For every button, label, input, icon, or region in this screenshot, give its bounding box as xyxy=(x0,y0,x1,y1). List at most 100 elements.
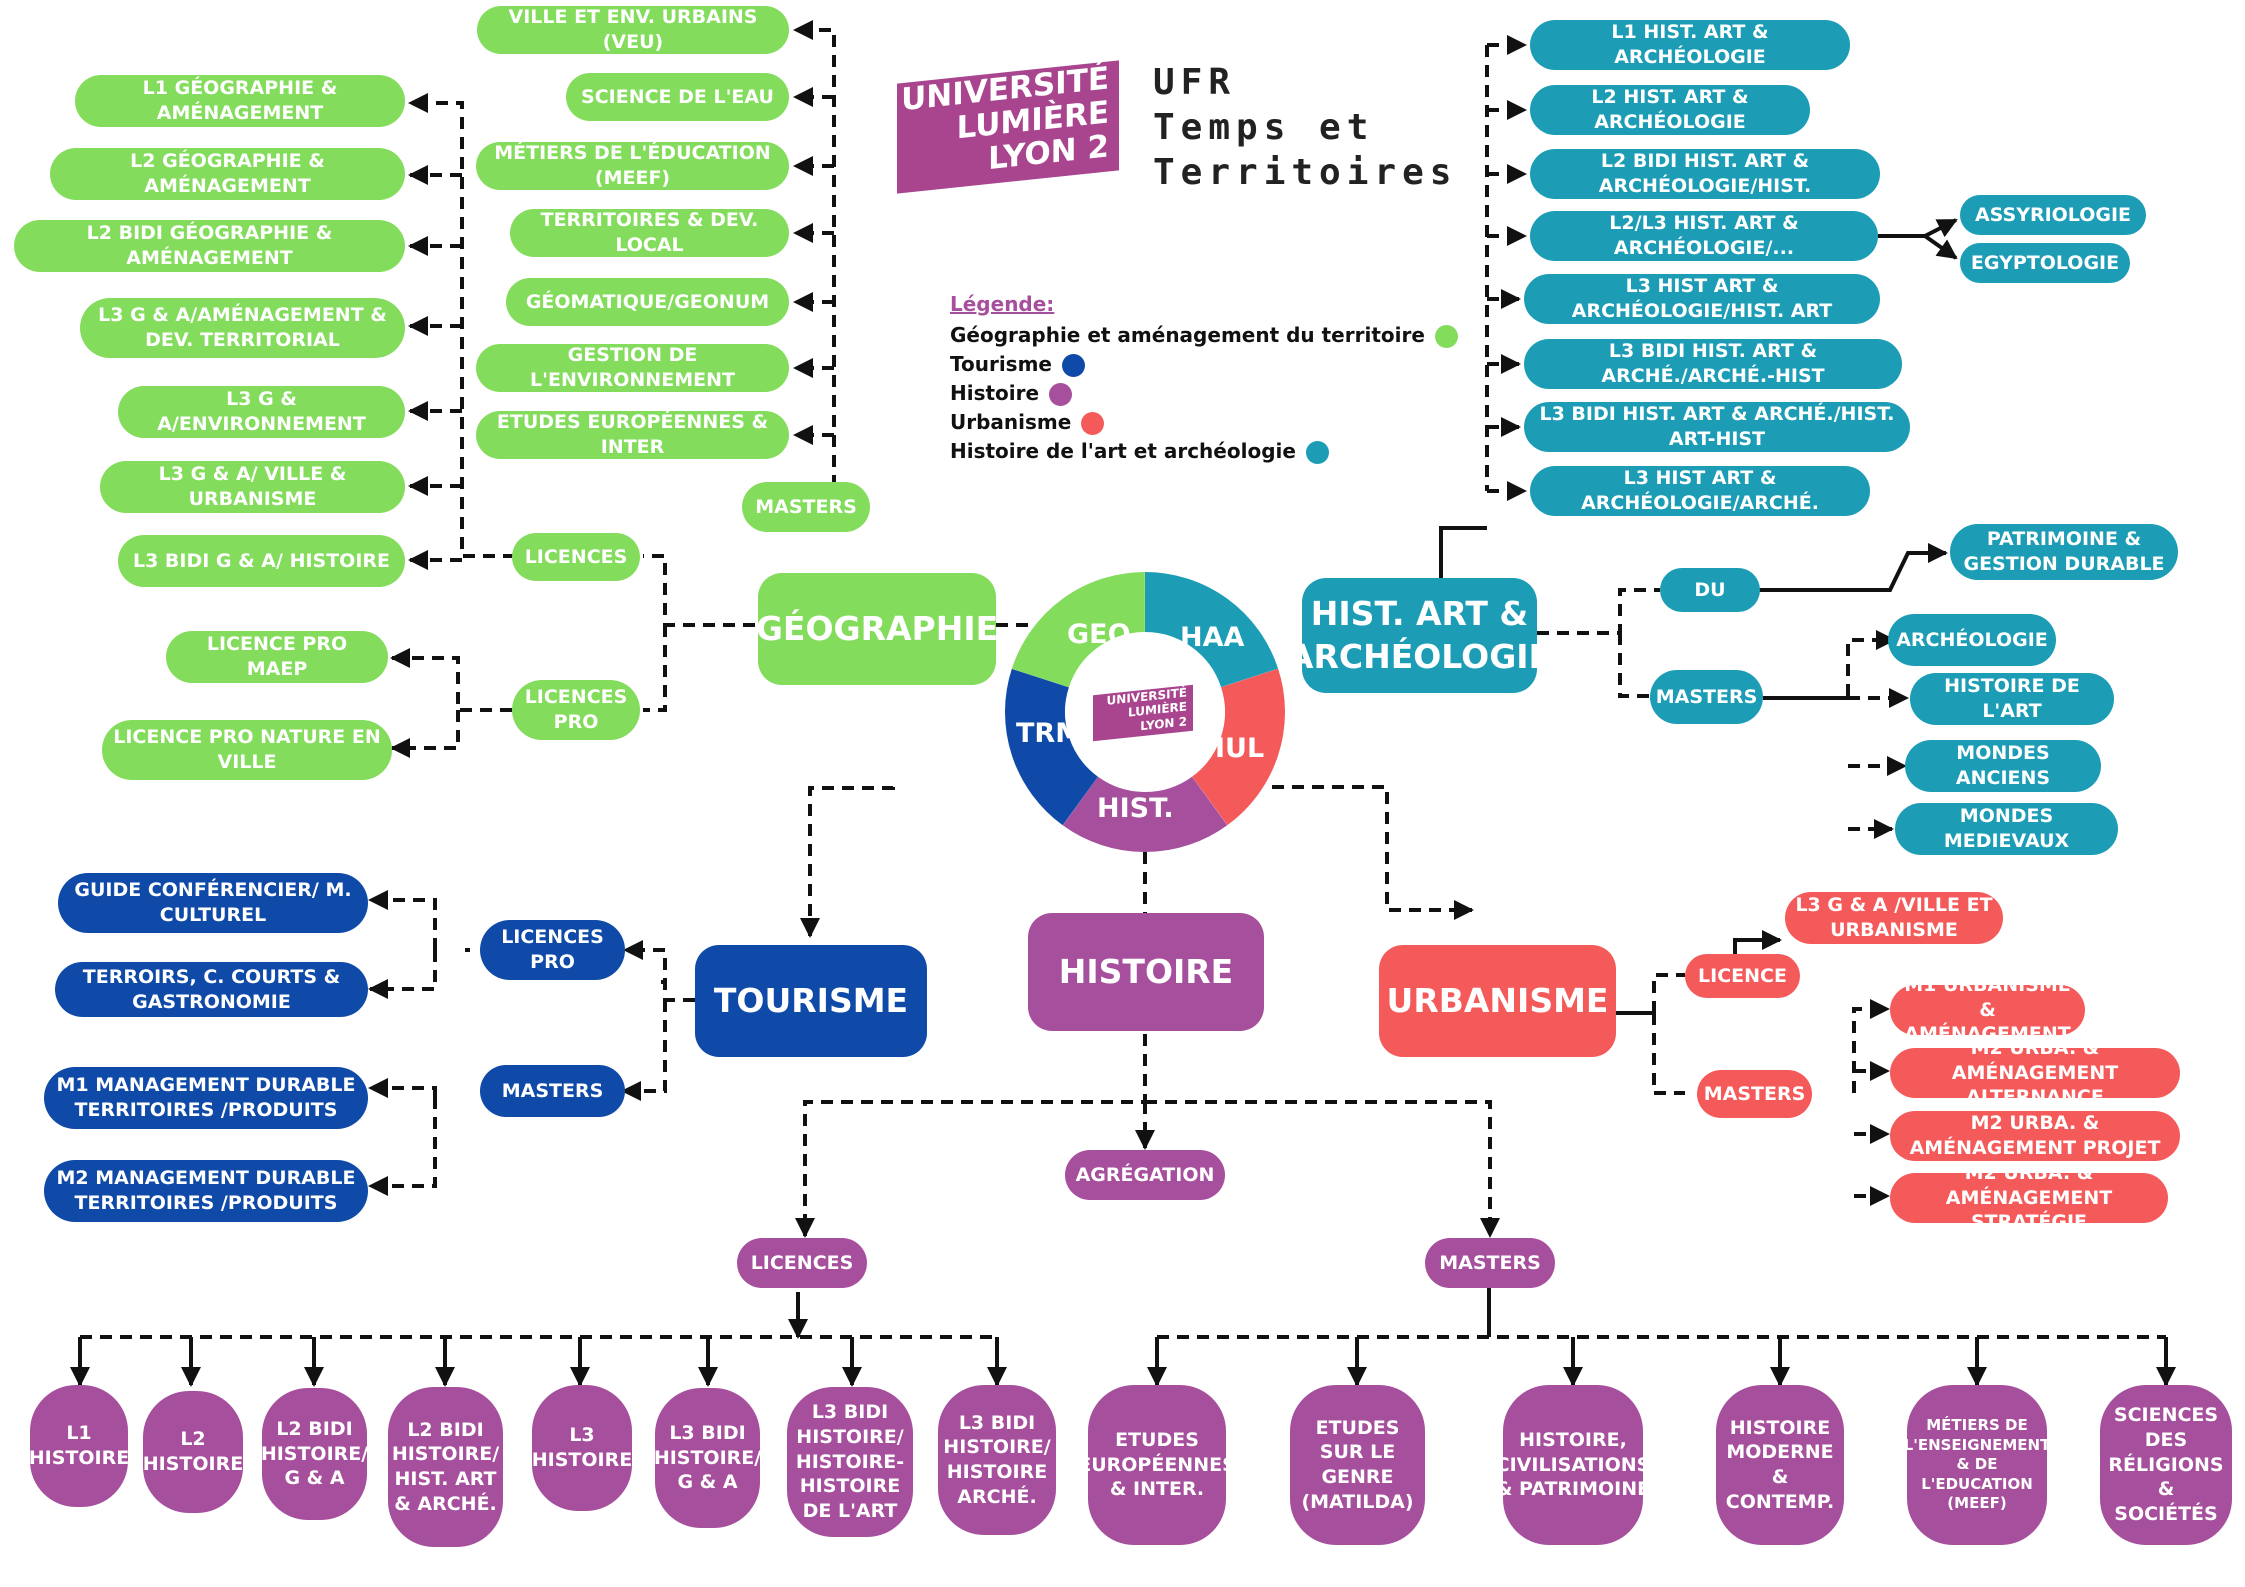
haa-title[interactable]: HIST. ART & ARCHÉOLOGIE xyxy=(1288,578,1551,693)
ufr-line-1: UFR xyxy=(1153,62,1237,103)
legend-dot xyxy=(1305,441,1329,464)
wheel-segment-haa xyxy=(1005,572,1285,852)
haa-master-item[interactable]: HISTOIRE DE L'ART xyxy=(1910,673,2114,725)
wheel-label-trm: TRM xyxy=(1016,718,1083,749)
geo-licence-item[interactable]: L3 BIDI G & A/ HISTOIRE xyxy=(118,535,405,587)
his-master-item[interactable]: MÉTIERS DE L'ENSEIGNEMENT & DE L'EDUCATI… xyxy=(1904,1385,2050,1545)
legend-item: Histoire xyxy=(950,379,1458,408)
wheel-label-hist: HIST. xyxy=(1097,793,1174,824)
university-logo: UNIVERSITÉ LUMIÈRE LYON 2 xyxy=(897,60,1119,194)
tou-lpro-item[interactable]: TERROIRS, C. COURTS & GASTRONOMIE xyxy=(55,962,368,1017)
tou-master-item[interactable]: M1 MANAGEMENT DURABLE TERRITOIRES /PRODU… xyxy=(44,1067,368,1129)
his-master-item[interactable]: HISTOIRE, CIVILISATIONS & PATRIMOINE xyxy=(1496,1385,1650,1545)
haa-master-item[interactable]: MONDES MEDIEVAUX xyxy=(1895,803,2118,855)
urb-master-item[interactable]: M2 URBA. & AMÉNAGEMENT ALTERNANCE xyxy=(1890,1037,2180,1108)
geo-master-item[interactable]: VILLE ET ENV. URBAINS (VEU) xyxy=(477,6,789,54)
haa-licence-item[interactable]: L2 HIST. ART & ARCHÉOLOGIE xyxy=(1530,85,1810,135)
haa-du-button[interactable]: DU xyxy=(1660,568,1760,612)
haa-licence-item[interactable]: L3 HIST ART & ARCHÉOLOGIE/HIST. ART xyxy=(1524,274,1880,324)
haa-licence-item[interactable]: L1 HIST. ART & ARCHÉOLOGIE xyxy=(1530,20,1850,70)
haa-licence-item[interactable]: L2 BIDI HIST. ART & ARCHÉOLOGIE/HIST. xyxy=(1530,149,1880,199)
legend: Légende: Géographie et aménagement du te… xyxy=(950,290,1458,466)
ufr-line-2: Temps et xyxy=(1153,107,1375,148)
wheel-label-iul: IUL xyxy=(1215,733,1265,764)
legend-item: Tourisme xyxy=(950,350,1458,379)
geo-masters-button[interactable]: MASTERS xyxy=(742,482,870,532)
wheel-label-haa: HAA xyxy=(1180,622,1245,653)
tou-lpro-button[interactable]: LICENCES PRO xyxy=(480,920,625,980)
legend-dot xyxy=(1062,354,1085,377)
his-licence-item[interactable]: L3 BIDI HISTOIRE/ HISTOIRE-HISTOIRE DE L… xyxy=(787,1387,913,1537)
histoire-title[interactable]: HISTOIRE xyxy=(1028,913,1264,1031)
geo-lpro-item[interactable]: LICENCE PRO MAEP xyxy=(166,631,388,683)
legend-dot xyxy=(1049,383,1073,406)
his-licence-item[interactable]: L2 HISTOIRE xyxy=(143,1391,243,1513)
legend-label: Histoire de l'art et archéologie xyxy=(950,439,1296,463)
urb-masters-button[interactable]: MASTERS xyxy=(1697,1070,1812,1118)
geo-master-item[interactable]: ETUDES EUROPÉENNES & INTER xyxy=(476,411,789,459)
geo-master-item[interactable]: GESTION DE L'ENVIRONNEMENT xyxy=(476,344,789,392)
urb-licence-button[interactable]: LICENCE xyxy=(1685,954,1800,998)
geo-licence-item[interactable]: L2 GÉOGRAPHIE & AMÉNAGEMENT xyxy=(50,148,405,200)
legend-dot xyxy=(1081,412,1105,435)
geo-lpro-item[interactable]: LICENCE PRO NATURE EN VILLE xyxy=(102,720,392,780)
urb-master-item[interactable]: M2 URBA. & AMÉNAGEMENT PROJET xyxy=(1890,1111,2180,1161)
his-master-item[interactable]: SCIENCES DES RÉLIGIONS & SOCIÉTÉS xyxy=(2100,1385,2232,1545)
wheel-segment-hist xyxy=(1005,572,1285,852)
geo-master-item[interactable]: TERRITOIRES & DEV. LOCAL xyxy=(510,209,789,257)
his-licence-item[interactable]: L3 HISTOIRE xyxy=(532,1385,632,1511)
geo-lpro-button[interactable]: LICENCES PRO xyxy=(512,680,640,740)
haa-licence-item[interactable]: L2/L3 HIST. ART & ARCHÉOLOGIE/... xyxy=(1530,211,1878,261)
his-master-item[interactable]: HISTOIRE MODERNE & CONTEMP. xyxy=(1716,1385,1844,1545)
geo-master-item[interactable]: SCIENCE DE L'EAU xyxy=(566,73,789,121)
urb-licence-item[interactable]: L3 G & A /VILLE ET URBANISME xyxy=(1785,892,2003,944)
haa-licence-item[interactable]: L3 BIDI HIST. ART & ARCHÉ./HIST. ART-HIS… xyxy=(1524,402,1910,452)
haa-sub-egyptologie[interactable]: EGYPTOLOGIE xyxy=(1960,243,2130,283)
haa-master-item[interactable]: MONDES ANCIENS xyxy=(1905,740,2101,792)
tou-lpro-item[interactable]: GUIDE CONFÉRENCIER/ M. CULTUREL xyxy=(58,873,368,933)
geo-master-item[interactable]: MÉTIERS DE L'ÉDUCATION (MEEF) xyxy=(476,142,789,190)
legend-label: Tourisme xyxy=(950,352,1052,376)
tou-master-item[interactable]: M2 MANAGEMENT DURABLE TERRITOIRES /PRODU… xyxy=(44,1160,368,1222)
legend-item: Histoire de l'art et archéologie xyxy=(950,437,1458,466)
urbanisme-title[interactable]: URBANISME xyxy=(1379,945,1616,1057)
his-licence-item[interactable]: L1 HISTOIRE xyxy=(29,1385,129,1507)
urb-master-item[interactable]: M2 URBA. & AMÉNAGEMENT STRATÉGIE xyxy=(1890,1162,2168,1233)
haa-du-item[interactable]: PATRIMOINE & GESTION DURABLE xyxy=(1950,524,2178,580)
legend-label: Histoire xyxy=(950,381,1040,405)
wheel-segment-geo xyxy=(1005,572,1285,852)
legend-dot xyxy=(1434,325,1458,348)
haa-licence-item[interactable]: L3 HIST ART & ARCHÉOLOGIE/ARCHÉ. xyxy=(1530,466,1870,516)
wheel-label-geo: GEO xyxy=(1067,619,1131,650)
haa-master-item[interactable]: ARCHÉOLOGIE xyxy=(1888,614,2056,666)
legend-item: Géographie et aménagement du territoire xyxy=(950,321,1458,350)
geo-licence-item[interactable]: L3 G & A/AMÉNAGEMENT & DEV. TERRITORIAL xyxy=(80,298,405,358)
haa-sub-assyriologie[interactable]: ASSYRIOLOGIE xyxy=(1960,195,2146,235)
his-master-item[interactable]: ETUDES SUR LE GENRE (MATILDA) xyxy=(1290,1385,1425,1545)
his-licence-item[interactable]: L3 BIDI HISTOIRE/ HISTOIRE ARCHÉ. xyxy=(938,1385,1056,1535)
geographie-title[interactable]: GÉOGRAPHIE xyxy=(756,573,998,685)
geo-master-item[interactable]: GÉOMATIQUE/GEONUM xyxy=(506,278,789,326)
haa-masters-button[interactable]: MASTERS xyxy=(1650,670,1763,724)
his-licence-item[interactable]: L2 BIDI HISTOIRE/ HIST. ART & ARCHÉ. xyxy=(388,1387,503,1547)
haa-licence-item[interactable]: L3 BIDI HIST. ART & ARCHÉ./ARCHÉ.-HIST xyxy=(1524,339,1902,389)
his-agregation-button[interactable]: AGRÉGATION xyxy=(1065,1150,1225,1200)
geo-licence-item[interactable]: L2 BIDI GÉOGRAPHIE & AMÉNAGEMENT xyxy=(14,220,405,272)
geo-licences-button[interactable]: LICENCES xyxy=(512,533,640,581)
ufr-title: UFR Temps et Territoires xyxy=(1153,60,1457,195)
legend-label: Urbanisme xyxy=(950,410,1072,434)
his-licence-item[interactable]: L3 BIDI HISTOIRE/ G & A xyxy=(654,1388,761,1528)
his-master-item[interactable]: ETUDES EUROPÉENNES & INTER. xyxy=(1078,1385,1236,1545)
tourisme-title[interactable]: TOURISME xyxy=(695,945,927,1057)
his-masters-button[interactable]: MASTERS xyxy=(1425,1238,1555,1288)
urb-master-item[interactable]: M1 URBANISME & AMÉNAGEMENT xyxy=(1890,974,2085,1045)
geo-licence-item[interactable]: L1 GÉOGRAPHIE & AMÉNAGEMENT xyxy=(75,75,405,127)
his-licence-item[interactable]: L2 BIDI HISTOIRE/ G & A xyxy=(261,1388,368,1520)
legend-title: Légende: xyxy=(950,292,1055,316)
tou-masters-button[interactable]: MASTERS xyxy=(480,1065,625,1117)
his-licences-button[interactable]: LICENCES xyxy=(737,1238,867,1288)
geo-licence-item[interactable]: L3 G & A/ENVIRONNEMENT xyxy=(118,386,405,438)
legend-item: Urbanisme xyxy=(950,408,1458,437)
geo-licence-item[interactable]: L3 G & A/ VILLE & URBANISME xyxy=(100,461,405,513)
